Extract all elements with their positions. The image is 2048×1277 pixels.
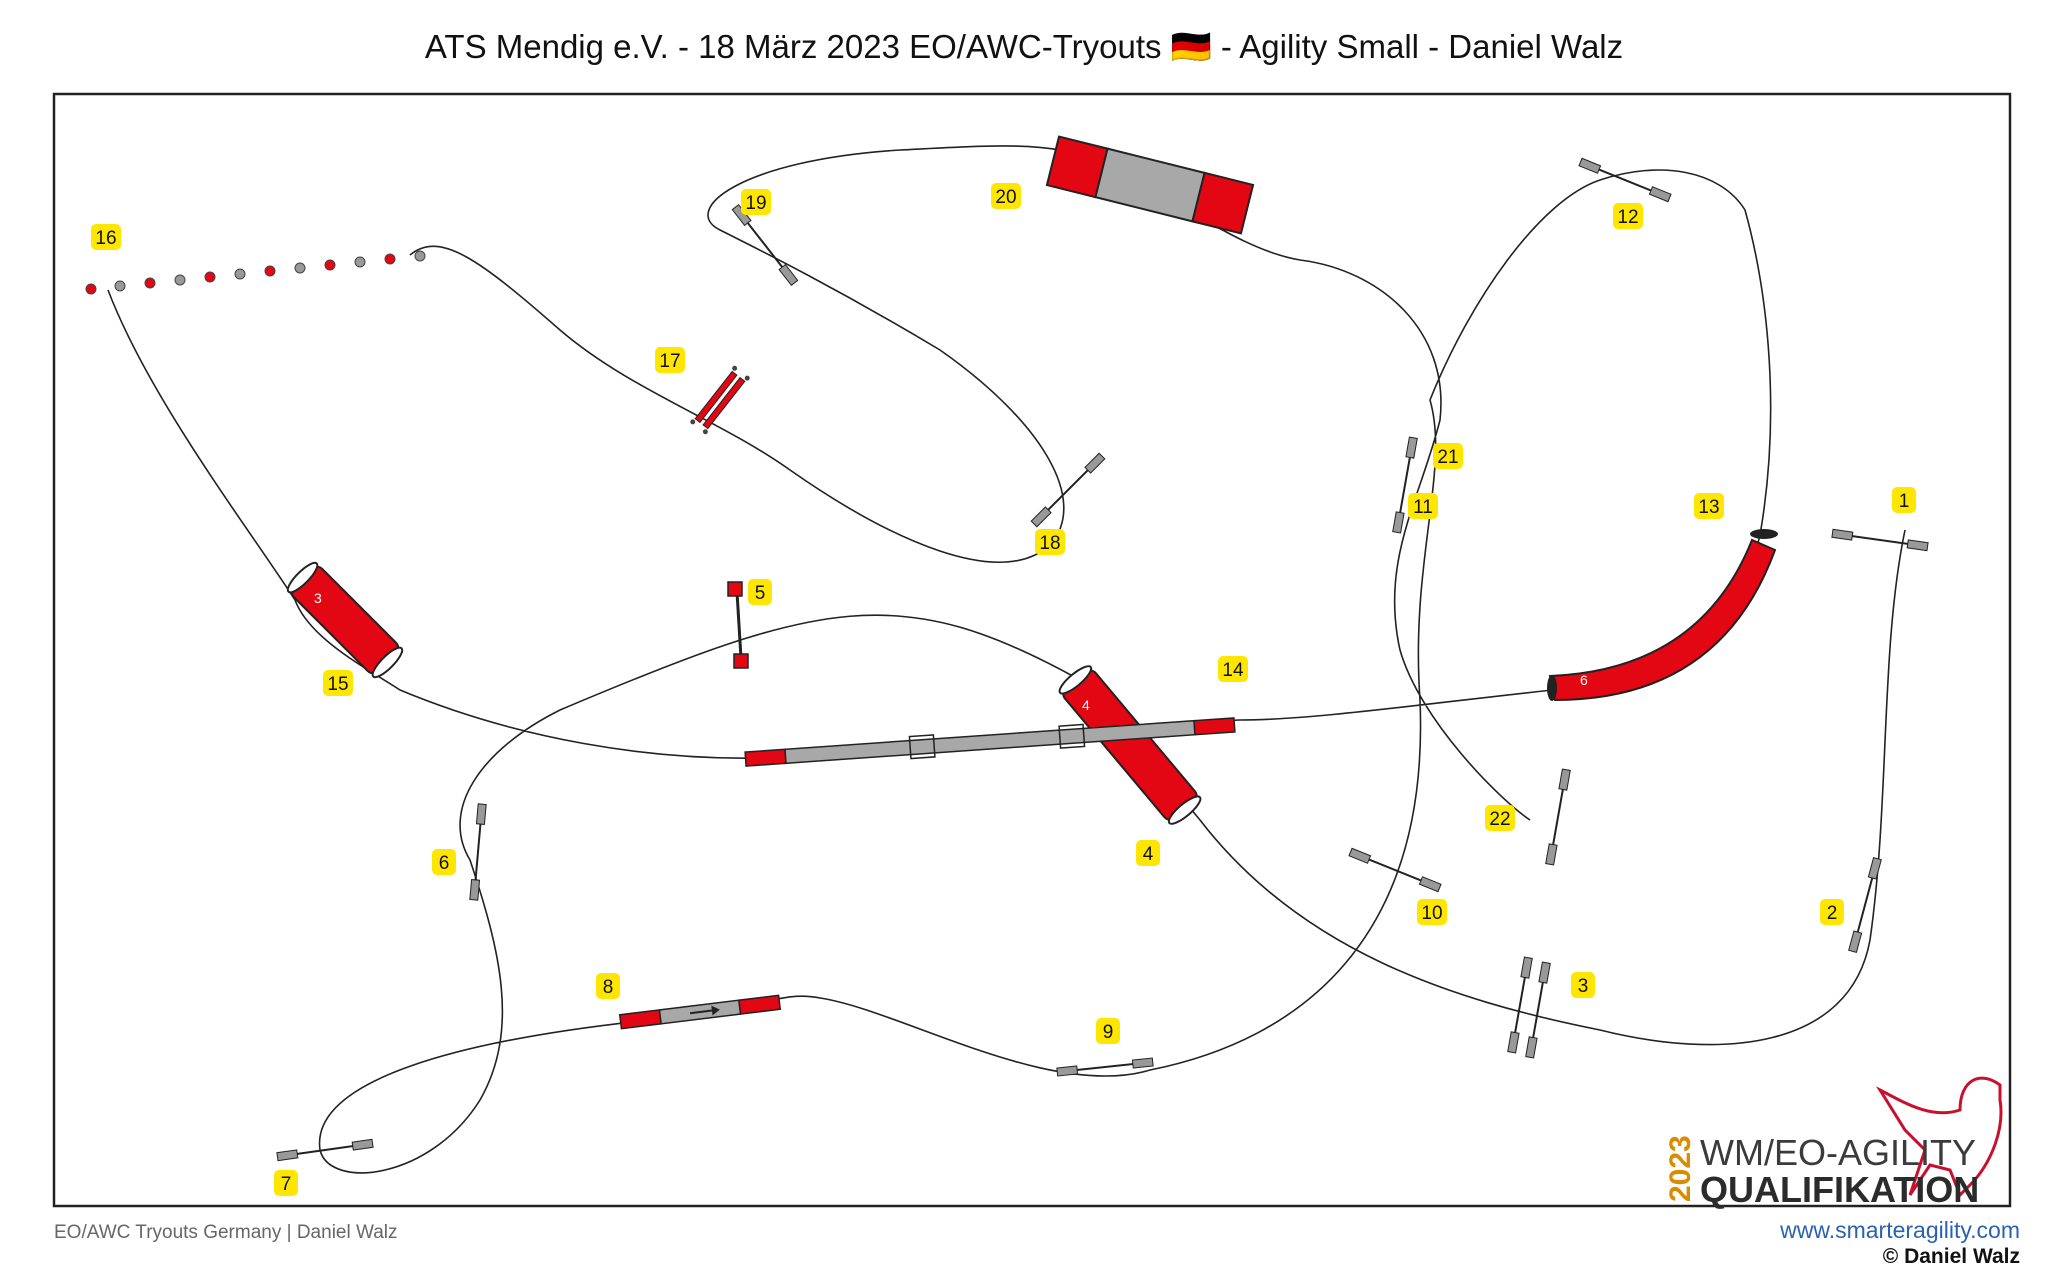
seesaw [618,994,782,1030]
tunnel-4 [1058,665,1202,825]
footer-url-link[interactable]: www.smarteragility.com [1780,1217,2020,1243]
number-badge-label: 5 [755,583,766,604]
number-badge-label: 6 [439,853,450,874]
number-badge-label: 19 [745,193,766,214]
number-badge: 3 [1571,972,1595,998]
footer-copyright: © Daniel Walz [1882,1245,2020,1268]
number-badge: 20 [991,183,1021,209]
number-badge-label: 22 [1489,809,1510,830]
number-badge: 7 [274,1170,298,1196]
number-badge-label: 10 [1421,903,1442,924]
number-badge: 16 [91,224,121,250]
number-badge: 1 [1892,487,1916,513]
number-badge-label: 16 [95,228,116,249]
number-badge-label: 15 [327,674,348,695]
curved-tunnel-6-label: 6 [1580,672,1588,688]
number-badge: 22 [1485,805,1515,831]
footer-credit: EO/AWC Tryouts Germany | Daniel Walz [54,1222,398,1243]
tunnel-4-label: 4 [1082,697,1090,713]
number-badge: 17 [655,347,685,373]
number-badge-label: 8 [603,977,614,998]
tunnel-3-label: 3 [314,590,322,606]
number-badge: 21 [1433,443,1463,469]
qualifikation-logo: 2023 WM/EO-AGILITY QUALIFIKATION [1664,1076,2003,1210]
number-badge-label: 9 [1103,1022,1114,1043]
number-badge-label: 3 [1578,976,1589,997]
curved-tunnel-6 [1548,538,1777,702]
course-title: ATS Mendig e.V. - 18 März 2023 EO/AWC-Tr… [424,28,1624,65]
number-badge-label: 14 [1222,660,1244,681]
number-badge-label: 4 [1143,844,1154,865]
logo-line1: WM/EO-AGILITY [1700,1132,1976,1173]
number-badge: 5 [748,579,772,605]
number-badge-label: 13 [1698,497,1719,518]
number-badge: 15 [323,670,353,696]
long-plank [744,717,1236,767]
hurdles [276,157,1929,1162]
number-badge-label: 12 [1617,207,1638,228]
number-badge: 12 [1613,203,1643,229]
number-badge: 13 [1694,493,1724,519]
dogwalk [1045,135,1255,235]
number-badge: 18 [1035,529,1065,555]
number-badge-label: 18 [1039,533,1060,554]
number-badge-label: 1 [1899,491,1910,512]
number-badge: 4 [1136,840,1160,866]
number-badge-label: 7 [281,1174,292,1195]
number-badge-label: 21 [1437,447,1458,468]
number-badge: 8 [596,973,620,999]
long-jump-17 [690,365,750,435]
number-badge: 14 [1218,656,1248,682]
logo-line2: QUALIFIKATION [1700,1169,1979,1210]
number-badge: 11 [1408,493,1438,519]
weave-poles [85,250,426,295]
number-badge-label: 11 [1413,497,1433,518]
fox-logo-icon [1875,1076,2003,1198]
number-badge: 9 [1096,1018,1120,1044]
tunnel-3 [286,561,404,679]
number-badge-label: 2 [1827,903,1838,924]
wall-jump-5 [727,581,749,669]
number-badge-label: 17 [659,351,680,372]
number-badge: 10 [1417,899,1447,925]
number-badge: 2 [1820,899,1844,925]
course-boundary [52,92,2012,1208]
number-badge: 6 [432,849,456,875]
number-badge-label: 20 [995,187,1016,208]
number-badge: 19 [741,189,771,215]
logo-year: 2023 [1664,1135,1697,1202]
